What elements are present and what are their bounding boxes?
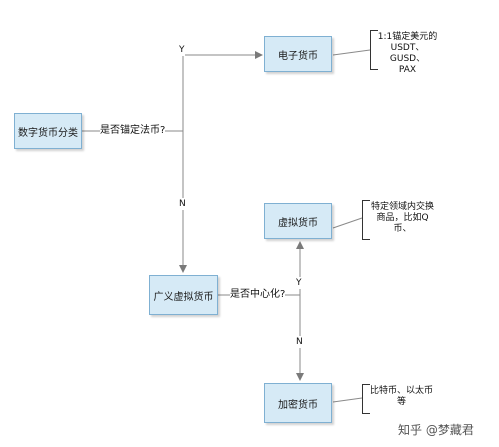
- edge-yes-electronic: [182, 51, 263, 131]
- note-line: 等: [396, 397, 406, 407]
- note-line: PAX: [398, 65, 417, 75]
- edge-label-yes-right: Y: [296, 277, 302, 289]
- note-connector-virtual: [332, 217, 363, 229]
- node-label: 虚拟货币: [278, 217, 318, 229]
- note-connector-crypto: [332, 397, 363, 403]
- note-line: 商品，比如Q: [376, 213, 429, 223]
- note-line: 币、: [393, 224, 412, 234]
- edge-label-yes-top: Y: [179, 44, 185, 56]
- node-classification: 数字货币分类: [14, 113, 82, 149]
- note-line: 比特币、以太币: [369, 386, 433, 396]
- note-connector-electronic: [332, 49, 371, 56]
- edge-label-central-question: 是否中心化?: [230, 289, 286, 301]
- note-virtual: 特定领域内交换 商品，比如Q 币、: [362, 200, 440, 240]
- note-crypto: 比特币、以太币 等: [362, 384, 438, 414]
- note-line: 1:1锚定美元的: [377, 32, 438, 42]
- node-broad-virtual-currency: 广义虚拟货币: [149, 275, 218, 315]
- watermark: 知乎 @梦藏君: [398, 423, 474, 437]
- note-line: USDT、GUSD、: [389, 43, 426, 64]
- node-electronic-currency: 电子货币: [264, 36, 332, 72]
- note-electronic: 1:1锚定美元的 USDT、GUSD、 PAX: [370, 30, 442, 75]
- note-line: 特定领域内交换: [370, 202, 434, 212]
- node-label: 广义虚拟货币: [153, 291, 214, 303]
- node-crypto-currency: 加密货币: [264, 383, 332, 423]
- node-label: 加密货币: [278, 399, 318, 411]
- node-label: 数字货币分类: [18, 127, 78, 139]
- edge-label-fiat-question: 是否锚定法币?: [100, 125, 166, 137]
- node-label: 电子货币: [278, 50, 318, 62]
- edge-label-no-right: N: [296, 336, 303, 348]
- node-virtual-currency: 虚拟货币: [264, 203, 332, 239]
- edge-label-no-left: N: [179, 198, 186, 210]
